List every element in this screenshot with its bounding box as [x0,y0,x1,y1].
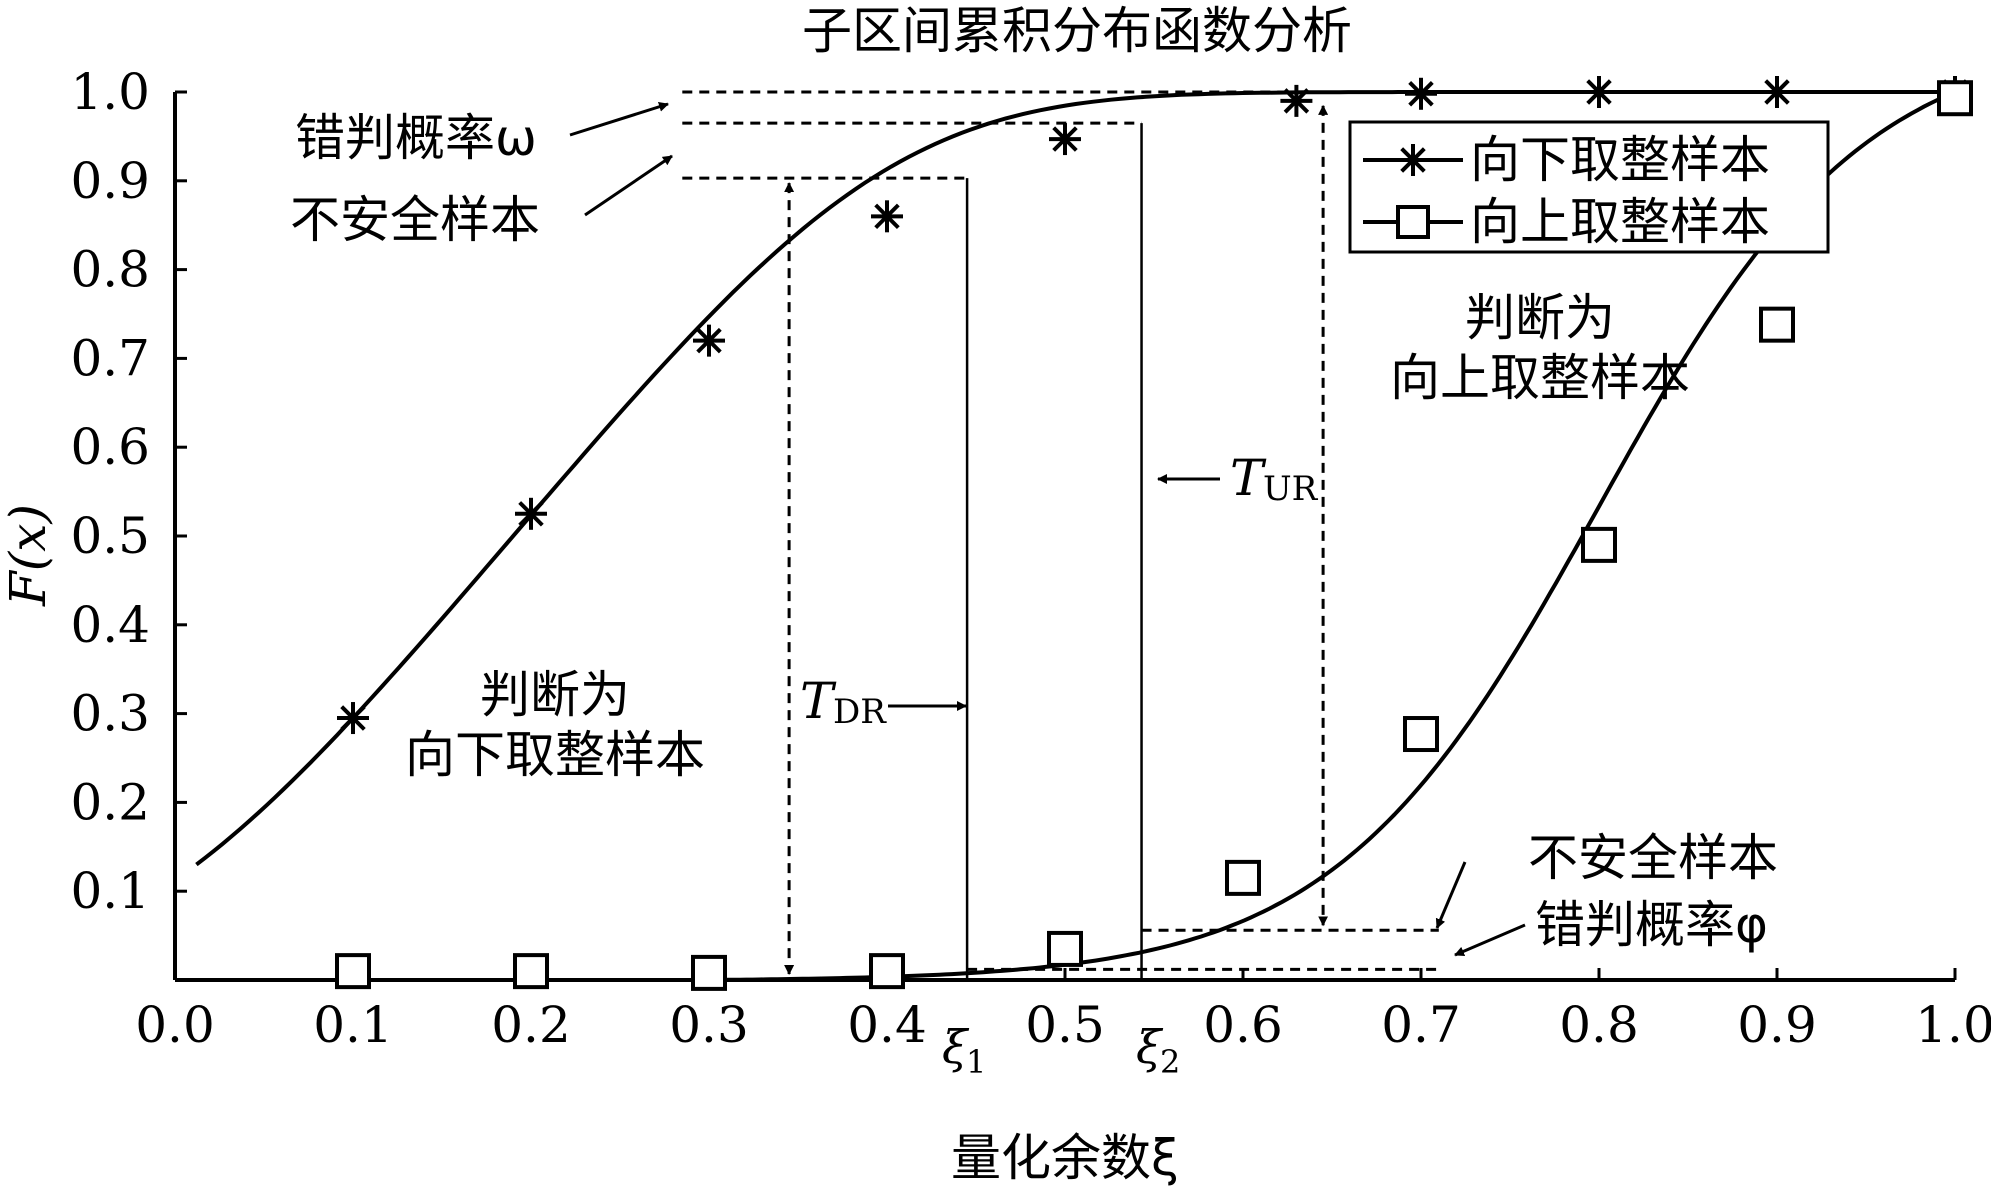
x-tick-label: 0.5 [1025,996,1105,1054]
y-tick-label: 0.7 [70,329,150,387]
threshold-label-dr: T DR [800,672,887,732]
asterisk-stroke [340,705,366,731]
xi-2-label: ξ 2 [1136,1020,1180,1081]
threshold-dr-subscript: DR [833,692,887,732]
marker-round-up [1403,716,1439,753]
y-tick-label: 0.2 [70,773,150,831]
marker-round-up [335,953,371,990]
asterisk-stroke [518,501,544,527]
y-tick-label: 0.1 [70,862,150,920]
chart-title: 子区间累积分布函数分析 [802,2,1352,60]
threshold-dr-letter: T [800,672,837,730]
annotation-unsafe-left: 不安全样本 [290,191,540,249]
threshold-ur-letter: T [1230,449,1267,507]
arrow-unsafe-left [584,154,673,217]
asterisk-stroke [696,327,722,354]
threshold-ur-subscript: UR [1263,469,1319,509]
threshold-label-ur: T UR [1230,449,1319,509]
x-tick-label: 0.3 [669,996,749,1054]
xi-1-letter: ξ [942,1020,970,1074]
y-tick-label: 0.4 [70,596,150,654]
guide-lines [682,90,1439,980]
xi-2-letter: ξ [1136,1020,1164,1074]
x-tick-label: 0.1 [313,996,393,1054]
marker-round-down [1761,76,1793,108]
x-tick-label: 0.6 [1203,996,1283,1054]
region-up-line2: 向上取整样本 [1390,349,1690,407]
region-down-line1: 判断为 [480,666,630,724]
xi-2-subscript: 2 [1160,1043,1180,1081]
asterisk-stroke [1586,79,1612,105]
marker-round-down [1049,123,1081,156]
x-tick-label: 0.4 [847,996,927,1054]
marker-round-down [337,702,369,735]
asterisk-stroke [1764,79,1790,105]
asterisk-stroke [1400,147,1426,173]
curve-round-up [708,90,1956,982]
marker-round-down [871,200,903,233]
x-tick-label: 1.0 [1915,996,1991,1054]
marker-round-up [1759,306,1795,343]
annotation-misjudge-phi: 错判概率φ [1535,896,1768,954]
annotation-misjudge-omega: 错判概率ω [295,109,537,167]
xi-1-subscript: 1 [966,1043,986,1081]
curve-round-down [195,90,1955,867]
marker-round-up [1047,930,1083,967]
arrow-misjudge-phi [1454,923,1526,957]
markers-round-up [335,80,1973,991]
marker-round-down [1280,84,1313,117]
x-tick-label: 0.2 [491,996,571,1054]
legend: 向下取整样本 向上取整样本 [1348,120,1830,254]
asterisk-stroke [1052,126,1078,152]
x-tick-label: 0.0 [135,996,215,1054]
y-axis-label: F(x) [0,504,57,607]
asterisk-stroke [1408,81,1434,107]
region-down-line2: 向下取整样本 [405,726,705,784]
marker-round-up [1581,526,1617,563]
x-ticks: 0.0 0.1 0.2 0.3 0.4 0.5 0.6 0.7 0.8 0.9 1.0 [135,968,1991,1054]
legend-asterisk [1397,144,1429,176]
y-ticks: 0.1 0.2 0.3 0.4 0.5 0.6 0.7 0.8 0.9 1.0 [70,63,187,920]
legend-marker-down [1397,144,1429,176]
x-tick-label: 0.8 [1559,996,1639,1054]
asterisk-stroke [1283,88,1310,114]
x-tick-label: 0.7 [1381,996,1461,1054]
legend-marker-up [1396,205,1430,239]
marker-round-down [515,497,547,530]
marker-round-up [691,954,727,991]
xi-1-label: ξ 1 [942,1020,986,1081]
y-tick-label: 0.8 [70,241,150,299]
x-axis-label: 量化余数ξ [951,1129,1179,1187]
y-tick-label: 0.5 [70,507,150,565]
legend-label-down: 向下取整样本 [1470,131,1770,189]
annotation-unsafe-right: 不安全样本 [1528,829,1778,887]
arrow-misjudge-omega [569,101,669,137]
marker-round-down [1405,77,1437,110]
y-tick-label: 1.0 [70,63,150,121]
marker-round-up [1937,80,1973,117]
arrow-unsafe-right [1435,861,1467,929]
marker-round-up [1225,859,1261,896]
legend-label-up: 向上取整样本 [1470,193,1770,251]
y-tick-label: 0.6 [70,418,150,476]
marker-round-down [693,324,725,357]
marker-round-down [1583,76,1615,108]
y-tick-label: 0.9 [70,152,150,210]
marker-round-up [869,953,905,990]
marker-round-up [513,953,549,990]
x-tick-label: 0.9 [1737,996,1817,1054]
region-up-line1: 判断为 [1465,289,1615,347]
asterisk-stroke [874,203,900,230]
y-tick-label: 0.3 [70,685,150,743]
